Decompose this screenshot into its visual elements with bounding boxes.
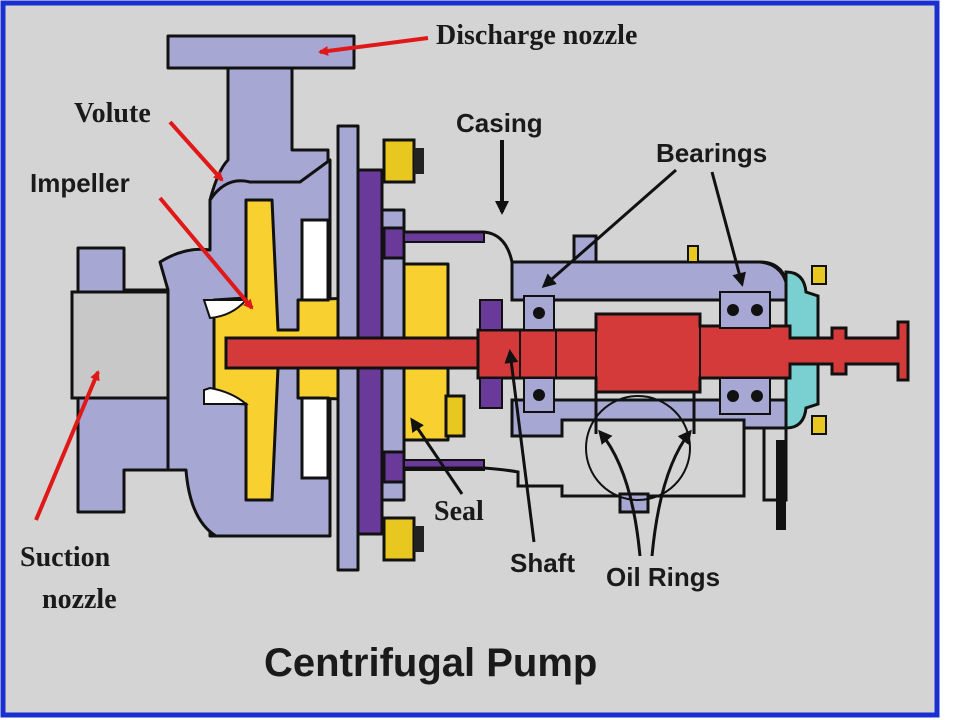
bearings-arrow-left — [541, 168, 677, 288]
impeller-arrow — [158, 196, 254, 310]
label-bearings: Bearings — [656, 138, 767, 168]
discharge-arrow — [318, 36, 429, 56]
pump-body — [70, 34, 910, 572]
suction-arrow — [34, 370, 100, 521]
shaft-thin — [224, 336, 480, 370]
bolt-top-nut — [414, 148, 424, 174]
bearings-arrow-right — [710, 171, 746, 287]
label-suction-line1: Suction — [20, 542, 111, 573]
pointers — [34, 36, 746, 557]
label-casing: Casing — [456, 108, 543, 138]
bolt-top — [382, 138, 416, 184]
bolt-mid — [444, 394, 466, 438]
oil-rings-arrow-left — [598, 429, 642, 557]
impeller-eye-bottom — [203, 386, 249, 405]
impeller-slot-bottom — [300, 396, 330, 480]
label-volute: Volute — [74, 98, 151, 129]
seal-arrow — [410, 417, 464, 495]
seal-ring-top — [479, 299, 503, 331]
oil-ring-callout — [585, 395, 691, 501]
support-foot — [776, 440, 786, 530]
diagram-title: Centrifugal Pump — [264, 641, 597, 685]
end-bolt-top — [811, 265, 827, 285]
end-bolt-bottom — [811, 415, 827, 435]
seal-gland-bottom — [382, 450, 406, 484]
seal-ring-bottom — [479, 377, 503, 409]
shaft-arrow — [504, 349, 536, 543]
label-oil-rings: Oil Rings — [606, 562, 720, 592]
impeller-slot-top — [300, 218, 330, 302]
housing-plug — [687, 245, 699, 263]
label-seal: Seal — [434, 496, 484, 527]
bolt-bottom-nut — [414, 526, 424, 552]
label-impeller: Impeller — [30, 168, 130, 198]
label-suction-line2: nozzle — [42, 584, 117, 615]
oil-rings-arrow-right — [650, 429, 692, 557]
label-shaft: Shaft — [510, 548, 575, 578]
bolt-bottom — [382, 516, 416, 562]
labels: Discharge nozzle Volute Impeller Casing … — [20, 20, 767, 685]
bearing-right — [719, 291, 771, 415]
volute-arrow — [168, 120, 224, 182]
label-discharge-nozzle: Discharge nozzle — [436, 20, 637, 51]
seal-gland-top — [382, 226, 406, 260]
bearing-left — [523, 295, 555, 413]
